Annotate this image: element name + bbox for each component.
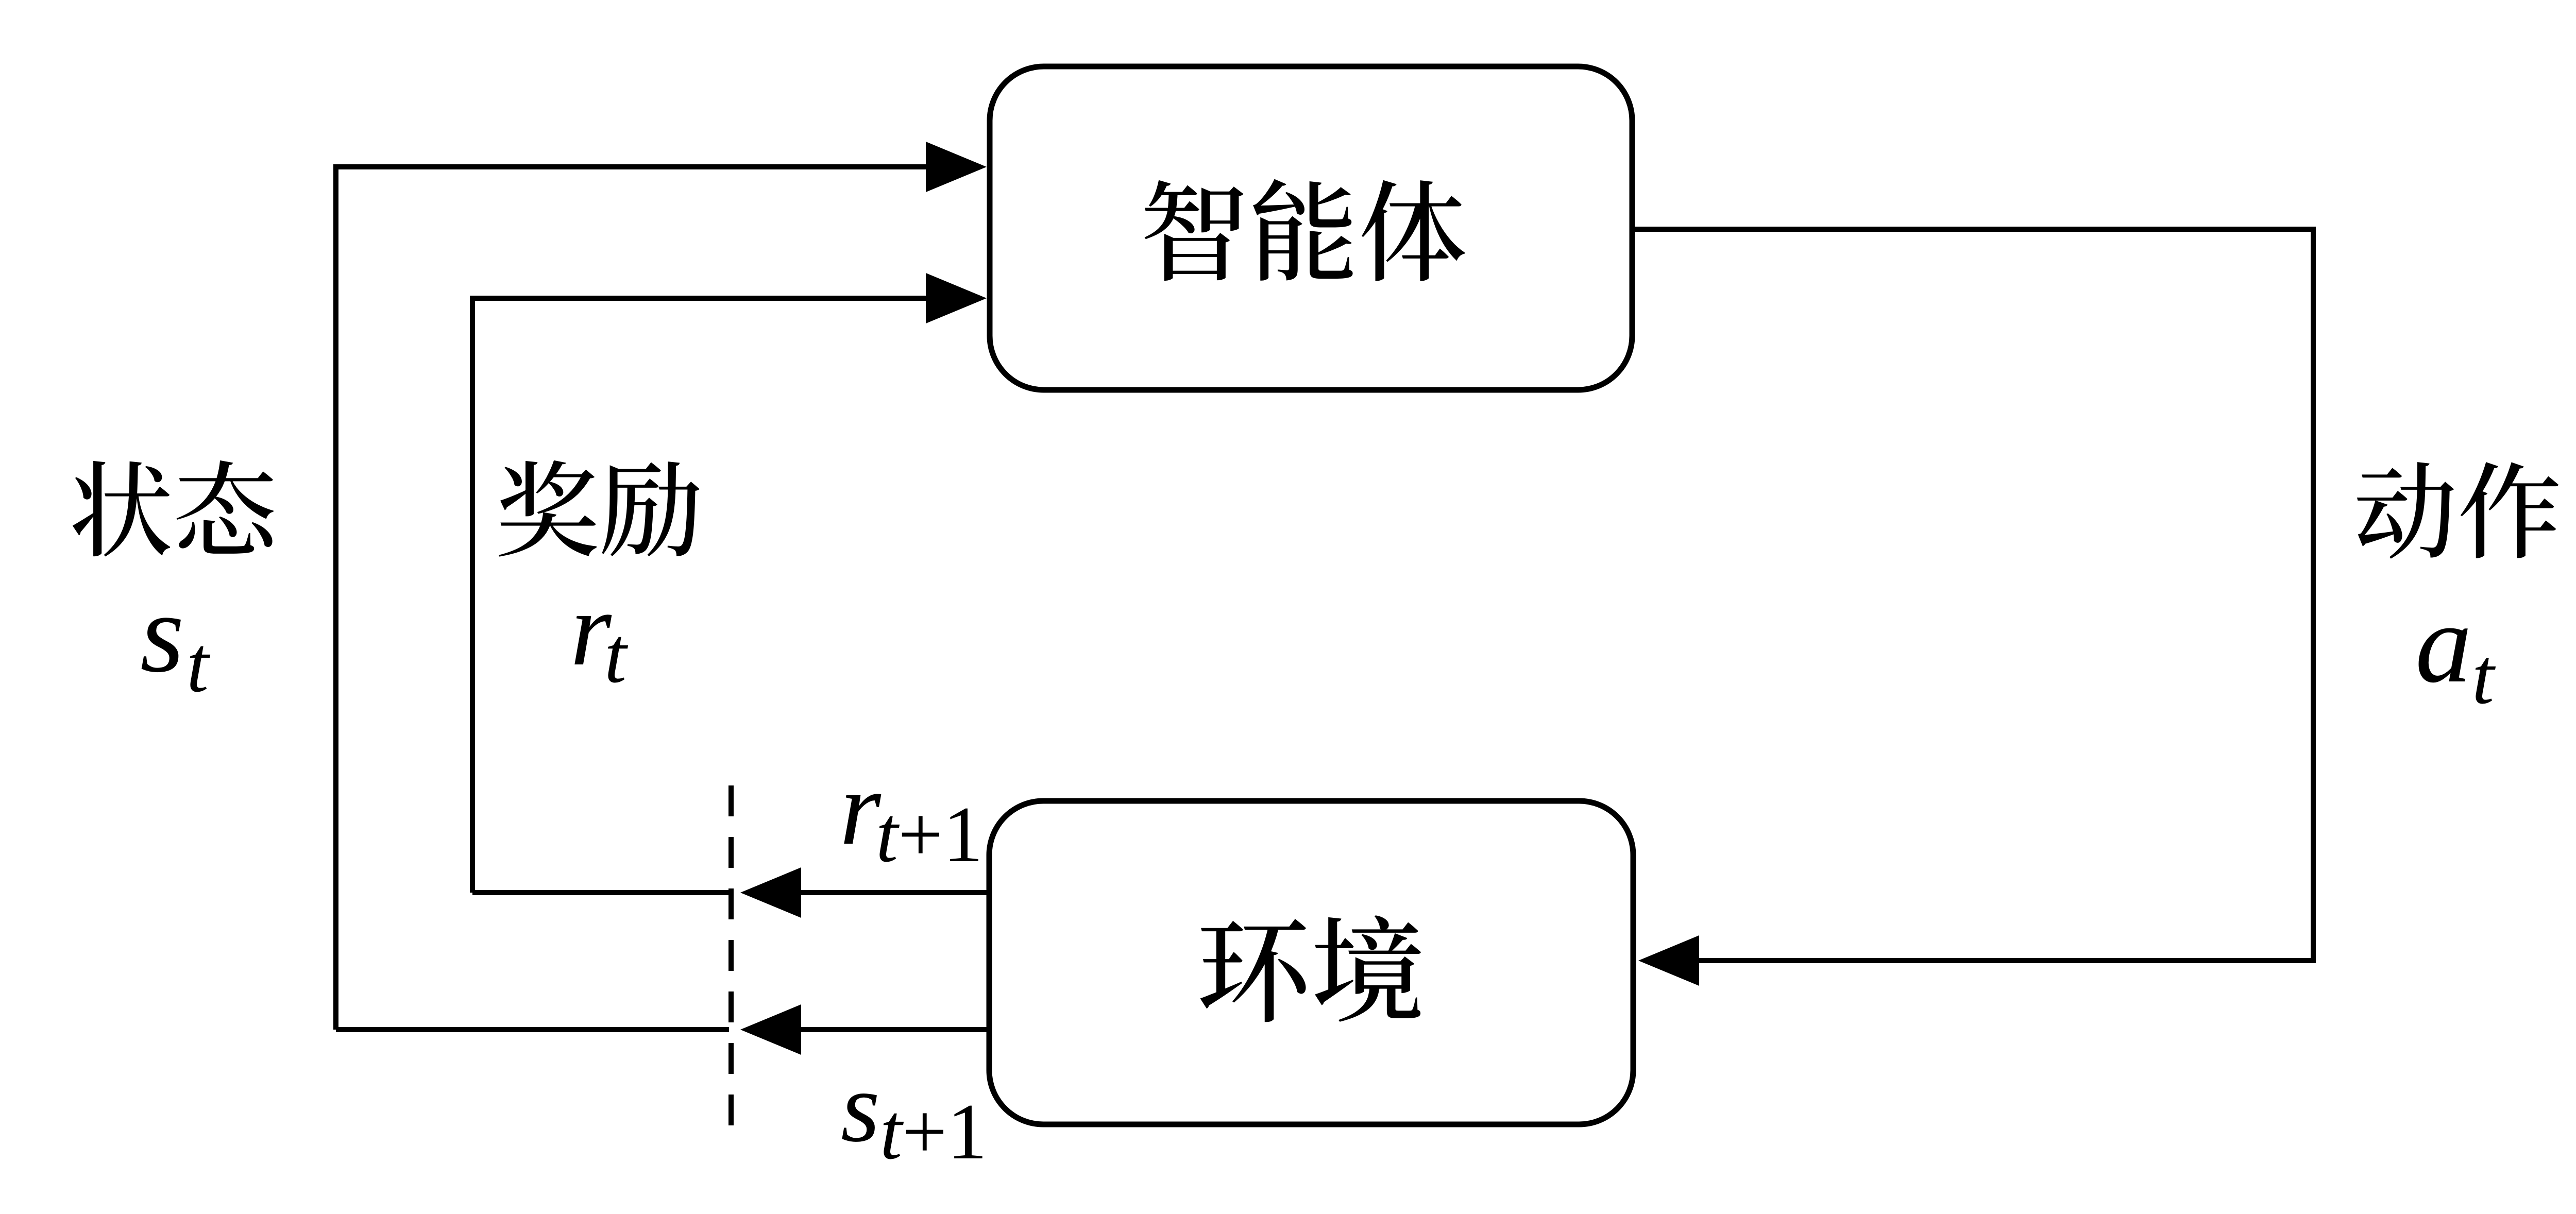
svg-text:r: r: [840, 750, 882, 867]
svg-text:t+1: t+1: [880, 1087, 987, 1176]
svg-text:t: t: [2472, 632, 2496, 721]
svg-text:r: r: [570, 571, 612, 688]
svg-text:a: a: [2415, 580, 2472, 706]
svg-text:s: s: [841, 1052, 880, 1163]
svg-text:t: t: [604, 611, 629, 699]
svg-text:t: t: [187, 620, 211, 709]
svg-text:s: s: [140, 570, 184, 696]
svg-text:t+1: t+1: [876, 790, 983, 879]
